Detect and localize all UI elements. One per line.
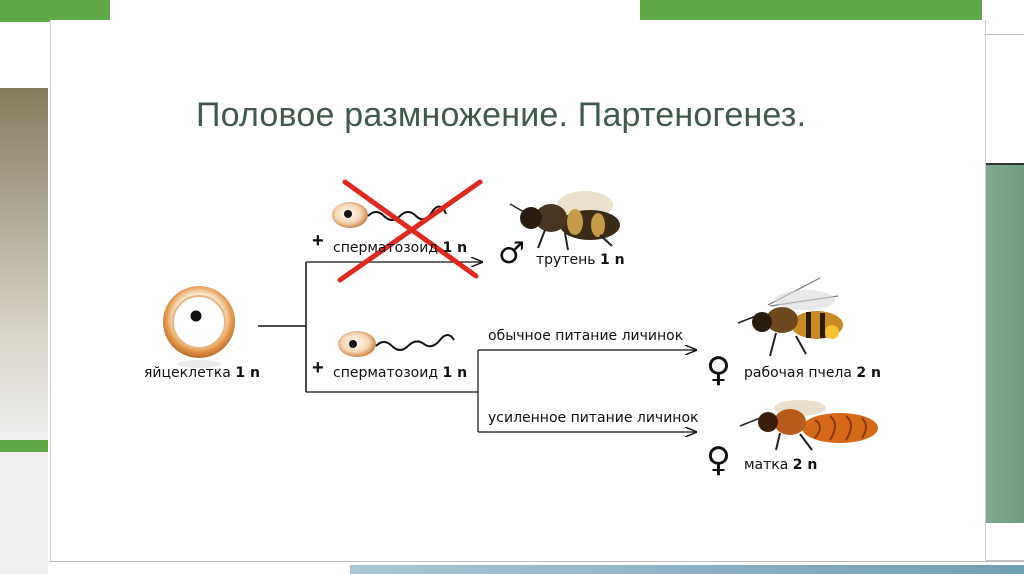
sperm-top-text: сперматозоид [333,240,438,256]
sperm-top-label: сперматозоид 1 n [333,240,467,256]
queen-label-text: матка [744,457,788,473]
egg-label: яйцеклетка 1 n [144,365,260,381]
plus-top: + [312,230,324,253]
worker-label: рабочая пчела 2 n [744,365,881,381]
sperm-middle-ploidy: 1 n [442,365,467,381]
egg-cell-icon [163,286,235,368]
worker-label-text: рабочая пчела [744,365,852,381]
sperm-middle-label: сперматозоид 1 n [333,365,467,381]
female-symbol-queen: ♀ [706,440,731,480]
feeding-enhanced-label: усиленное питание личинок [488,410,698,426]
queen-label: матка 2 n [744,457,817,473]
red-cross-icon [340,182,480,280]
worker-ploidy: 2 n [856,365,881,381]
male-symbol: ♂ [498,236,525,271]
worker-bee-icon [738,278,843,356]
queen-ploidy: 2 n [793,457,818,473]
feeding-normal-label: обычное питание личинок [488,328,683,344]
egg-label-text: яйцеклетка [144,365,231,381]
drone-bee-icon [510,191,620,250]
egg-ploidy: 1 n [235,365,260,381]
sperm-middle-text: сперматозоид [333,365,438,381]
female-symbol-worker: ♀ [706,350,731,390]
plus-middle: + [312,357,324,380]
queen-bee-icon [740,400,878,450]
sperm-top-ploidy: 1 n [442,240,467,256]
drone-label: трутень 1 n [536,252,625,268]
drone-label-text: трутень [536,252,596,268]
sperm-middle-icon [338,331,454,357]
drone-ploidy: 1 n [600,252,625,268]
